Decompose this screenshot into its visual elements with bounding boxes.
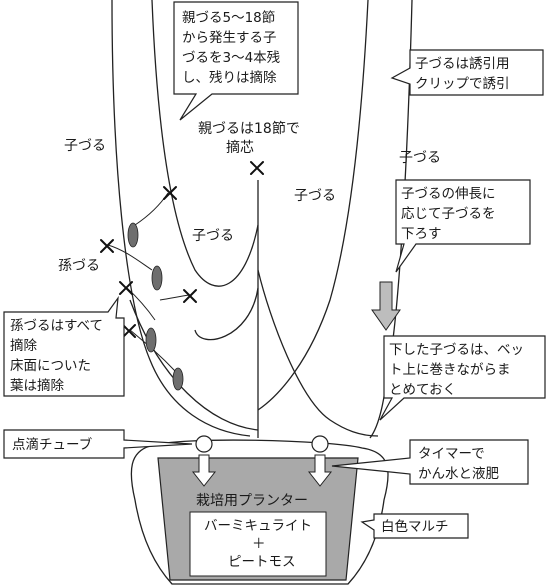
child-vine-left-inner <box>151 0 259 287</box>
child-vine-left-join <box>129 299 259 431</box>
cross-mark-3 <box>119 281 133 295</box>
main-vine-pinch-label-line1: 親づるは18節で <box>198 120 300 137</box>
svg-text:親づる5〜18節: 親づる5〜18節 <box>182 10 275 26</box>
child-vine-label-1: 子づる <box>64 138 106 154</box>
svg-text:床面についた: 床面についた <box>10 358 91 374</box>
planter-title: 栽培用プランター <box>196 493 308 509</box>
cross-mark-5 <box>122 324 136 338</box>
callout-lowered-vines: 下した子づるは、ベッ ト上に巻きながらま とめておく <box>379 335 546 421</box>
svg-text:し、残りは摘除: し、残りは摘除 <box>182 69 277 86</box>
grandchild-shoot-1 <box>134 192 169 226</box>
callout-lower-vines: 子づるの伸長に 応じて子づるを 下ろす <box>395 179 531 273</box>
grandchild-shoot-2 <box>107 244 153 271</box>
child-vine-label-2: 子づる <box>192 228 234 244</box>
water-arrow-right <box>307 454 333 487</box>
medium-line3: ピートモス <box>228 554 296 570</box>
callout-timer: タイマーで かん水と液肥 <box>331 439 529 485</box>
svg-text:クリップで誘引: クリップで誘引 <box>415 76 510 92</box>
svg-text:下した子づるは、ベッ: 下した子づるは、ベッ <box>389 342 524 358</box>
svg-text:タイマーで: タイマーで <box>418 446 485 462</box>
svg-text:応じて子づるを: 応じて子づるを <box>401 206 496 222</box>
child-vine-left-lower <box>194 287 259 341</box>
callout-side-shoots: 親づる5〜18節 から発生する子 づるを3〜4本残 し、残りは摘除 <box>173 1 299 121</box>
lower-arrow <box>371 281 401 331</box>
svg-text:かん水と液肥: かん水と液肥 <box>418 466 499 482</box>
grandchild-shoot-4 <box>159 294 190 301</box>
medium-line2: ＋ <box>252 536 266 552</box>
svg-text:葉は摘除: 葉は摘除 <box>10 377 64 394</box>
grandchild-vine-label: 孫づる <box>58 258 100 274</box>
svg-text:下ろす: 下ろす <box>401 226 442 242</box>
cross-mark-1 <box>163 186 177 200</box>
medium-line1: バーミキュライト <box>204 518 312 534</box>
svg-text:子づるの伸長に: 子づるの伸長に <box>401 186 496 202</box>
child-vine-right-lower <box>257 269 379 437</box>
svg-text:孫づるはすべて: 孫づるはすべて <box>10 318 103 334</box>
callout-grandchild-removal: 孫づるはすべて 摘除 床面についた 葉は摘除 <box>3 295 125 397</box>
child-vine-right-inner <box>257 0 369 411</box>
svg-text:づるを3〜4本残: づるを3〜4本残 <box>182 50 280 66</box>
child-vine-left-outer <box>111 0 251 437</box>
svg-text:白色マルチ: 白色マルチ <box>381 518 449 535</box>
drip-tube-left <box>195 435 213 453</box>
cross-mark-4 <box>183 289 197 303</box>
leaf-3 <box>145 327 157 353</box>
main-vine-pinch-label-line2: 摘芯 <box>226 139 254 156</box>
callout-clip: 子づるは誘引用 クリップで誘引 <box>390 49 544 96</box>
leaf-2 <box>151 265 163 291</box>
cross-mark-main-vine <box>250 161 264 175</box>
child-vine-label-3: 子づる <box>294 188 336 204</box>
water-arrow-left <box>191 454 217 487</box>
cross-mark-2 <box>100 239 114 253</box>
leaf-4 <box>172 367 184 391</box>
svg-text:ト上に巻きながらま: ト上に巻きながらま <box>389 362 511 378</box>
svg-text:点滴チューブ: 点滴チューブ <box>12 436 93 453</box>
leaf-1 <box>127 222 139 248</box>
svg-text:から発生する子: から発生する子 <box>182 30 277 46</box>
svg-text:とめておく: とめておく <box>389 382 456 398</box>
callout-white-mulch: 白色マルチ <box>360 513 469 539</box>
callout-drip-tube: 点滴チューブ <box>3 429 193 459</box>
svg-text:子づるは誘引用: 子づるは誘引用 <box>415 56 510 72</box>
drip-tube-right <box>311 435 329 453</box>
child-vine-label-4: 子づる <box>399 150 441 166</box>
growing-medium-box: バーミキュライト ＋ ピートモス <box>189 511 327 577</box>
svg-text:摘除: 摘除 <box>10 337 37 354</box>
